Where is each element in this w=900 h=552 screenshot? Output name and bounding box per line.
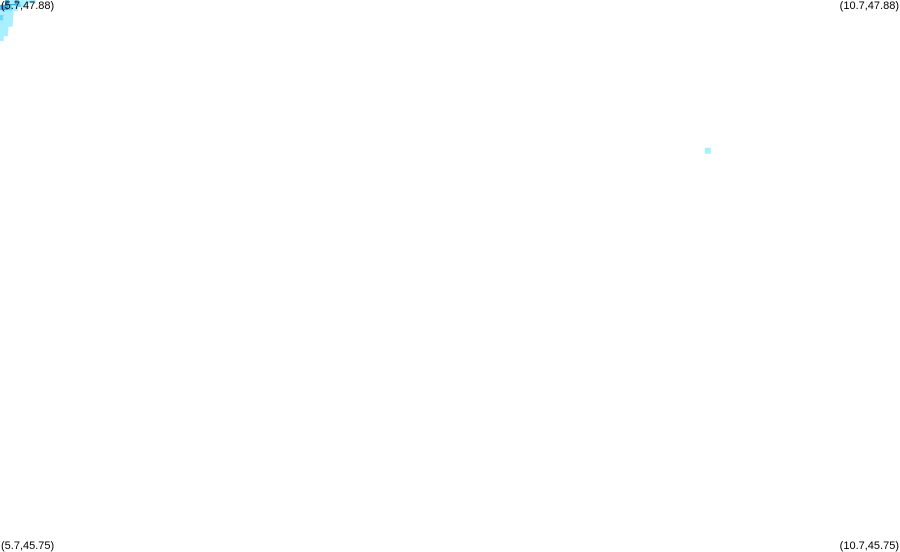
map-point-12 <box>8 5 14 11</box>
map-point-6 <box>8 0 15 4</box>
map-point-7 <box>19 0 26 4</box>
map-point-4 <box>16 1 23 8</box>
map-point-22 <box>6 20 13 27</box>
map-point-24 <box>2 25 9 32</box>
map-point-17 <box>0 15 6 22</box>
map-point-14 <box>0 10 6 16</box>
corner-label-top-left: (5.7,47.88) <box>1 0 55 12</box>
map-point-10 <box>0 4 7 11</box>
map-point-18 <box>3 15 10 22</box>
map-point-23 <box>0 25 5 32</box>
map-point-1 <box>5 0 12 7</box>
map-point-11 <box>4 4 11 11</box>
map-point-9 <box>29 0 36 4</box>
map-point-15 <box>3 10 10 17</box>
map-point-8 <box>25 0 32 4</box>
map-point-27 <box>0 35 4 42</box>
corner-label-bottom-left: (5.7,45.75) <box>1 540 55 552</box>
corner-label-top-right: (10.7,47.88) <box>839 0 899 12</box>
map-point-5 <box>20 1 27 8</box>
map-point-16 <box>7 10 14 17</box>
map-point-28 <box>704 147 711 154</box>
map-point-21 <box>2 20 9 27</box>
map-point-3 <box>12 0 19 7</box>
map-point-19 <box>7 15 14 22</box>
map-point-26 <box>1 30 8 37</box>
map-point-20 <box>0 20 5 27</box>
corner-label-bottom-right: (10.7,45.75) <box>839 540 899 552</box>
map-point-13 <box>11 5 18 12</box>
